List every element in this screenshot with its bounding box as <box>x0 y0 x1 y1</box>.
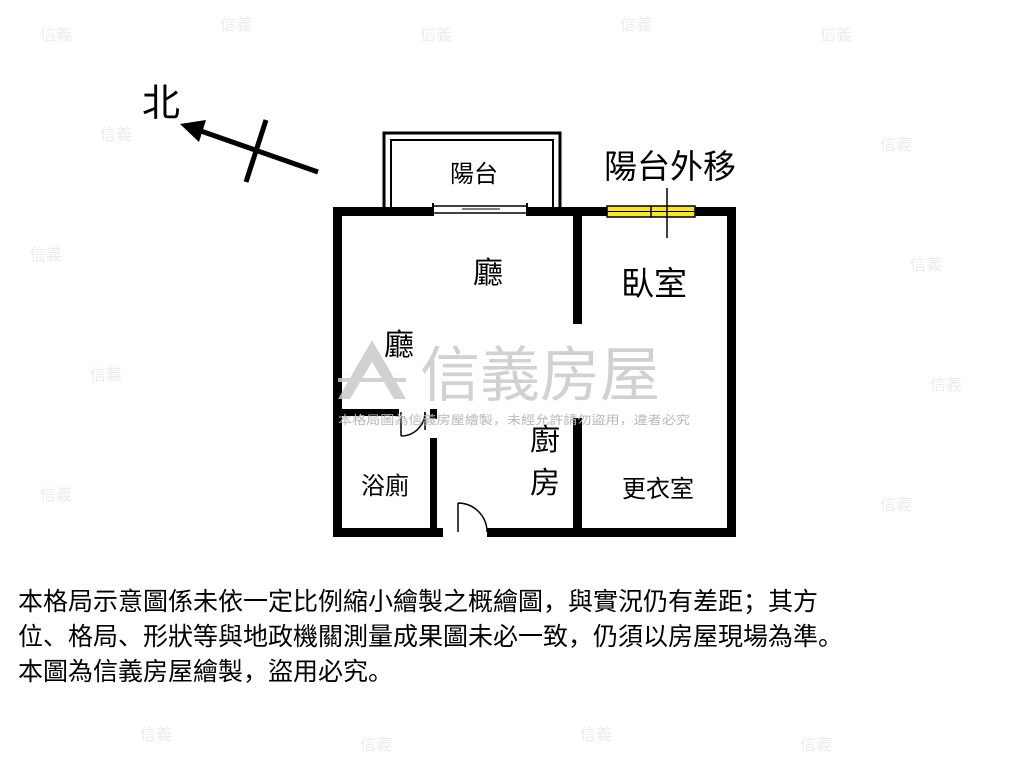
walls <box>333 207 736 537</box>
svg-text:信義: 信義 <box>40 485 72 504</box>
balcony-label: 陽台 <box>450 160 498 188</box>
balcony-moved-label: 陽台外移 <box>604 147 736 186</box>
balcony-outline <box>382 131 562 210</box>
svg-text:信義: 信義 <box>880 135 912 154</box>
disclaimer-line-1: 本格局示意圖係未依一定比例縮小繪製之概繪圖，與實況仍有差距；其方 <box>18 587 819 616</box>
svg-text:信義: 信義 <box>910 255 942 274</box>
svg-text:信義: 信義 <box>620 15 652 34</box>
kitchen-label-2: 房 <box>530 466 560 501</box>
bathroom-label: 浴廁 <box>361 472 409 500</box>
svg-text:信義: 信義 <box>930 375 962 394</box>
svg-text:信義: 信義 <box>40 25 72 44</box>
living-room-label-left: 廳 <box>384 328 414 363</box>
sliding-door <box>432 203 528 216</box>
svg-text:信義: 信義 <box>140 725 172 744</box>
watermark-logo <box>338 340 406 399</box>
north-arrow <box>180 119 319 183</box>
svg-text:信義: 信義 <box>90 365 122 384</box>
svg-text:信義: 信義 <box>820 25 852 44</box>
svg-text:信義: 信義 <box>800 735 832 754</box>
svg-text:信義: 信義 <box>30 245 62 264</box>
svg-text:信義: 信義 <box>220 15 252 34</box>
balcony-moved-window <box>606 205 696 218</box>
bedroom-label: 臥室 <box>621 264 687 303</box>
entry-door <box>457 502 488 533</box>
watermark-notice: 本格局圖為信義房屋繪製，未經允許請勿盜用，違者必究 <box>338 412 690 427</box>
svg-text:信義: 信義 <box>360 735 392 754</box>
disclaimer: 本格局示意圖係未依一定比例縮小繪製之概繪圖，與實況仍有差距；其方 位、格局、形狀… <box>18 584 1008 689</box>
svg-text:信義: 信義 <box>880 495 912 514</box>
watermark-brand: 信義房屋 <box>420 341 660 411</box>
closet-label: 更衣室 <box>622 475 694 503</box>
disclaimer-line-3: 本圖為信義房屋繪製，盜用必究。 <box>18 657 394 686</box>
kitchen-label-1: 廚 <box>530 423 560 458</box>
bathroom-door <box>400 411 426 437</box>
disclaimer-line-2: 位、格局、形狀等與地政機關測量成果圖未必一致，仍須以房屋現場為準。 <box>18 622 844 651</box>
svg-text:信義: 信義 <box>580 725 612 744</box>
north-label: 北 <box>142 81 180 125</box>
svg-text:信義: 信義 <box>420 25 452 44</box>
svg-text:信義: 信義 <box>100 125 132 144</box>
living-room-label-top: 廳 <box>473 256 503 291</box>
